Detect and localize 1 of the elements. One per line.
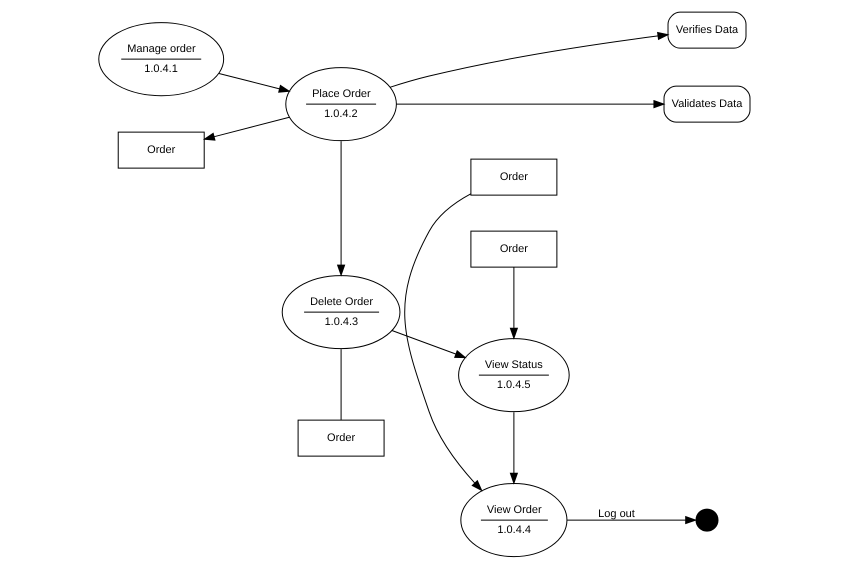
edge-label: Log out [598,508,634,520]
